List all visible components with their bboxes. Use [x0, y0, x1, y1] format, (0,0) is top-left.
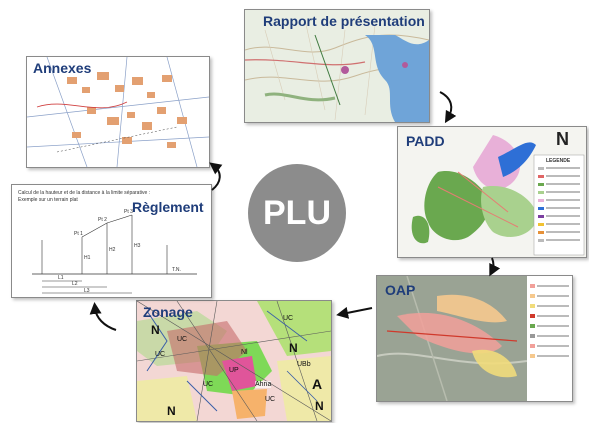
arrow-zonage-to-reglement	[89, 302, 117, 331]
reglement-dim: Pt 1	[74, 231, 83, 237]
reglement-dim: Pt 2	[98, 217, 107, 223]
zonage-card: Zonage N N UC UC UC Nl UP N N A UC Ahna …	[136, 300, 332, 422]
reglement-dim: L3	[84, 288, 90, 294]
reglement-dim: H2	[109, 247, 116, 253]
zonage-title: Zonage	[143, 304, 193, 320]
zonage-label: N	[167, 404, 176, 418]
padd-card: PADD N LEGENDE	[397, 126, 587, 258]
reglement-diagram	[12, 185, 211, 297]
padd-map	[398, 127, 586, 257]
annexes-map	[27, 57, 209, 167]
reglement-card: Calcul de la hauteur et de la distance à…	[11, 184, 212, 298]
zonage-label: UC	[265, 396, 276, 403]
zonage-label: UC	[155, 351, 166, 358]
plu-center-circle: PLU	[248, 164, 346, 262]
reglement-dim: L1	[58, 275, 64, 281]
plu-label: PLU	[263, 193, 331, 232]
arrow-padd-to-oap	[489, 257, 501, 277]
zonage-label: A	[312, 376, 323, 392]
reglement-title: Règlement	[132, 199, 204, 215]
zonage-label: UBb	[297, 361, 311, 368]
zonage-label: N	[289, 341, 298, 355]
arrow-oap-to-zonage	[336, 306, 373, 319]
rapport-title: Rapport de présentation	[263, 13, 425, 29]
zonage-label: UC	[177, 336, 188, 343]
reglement-dim: Pt 3	[124, 209, 133, 215]
padd-legend-title: LEGENDE	[546, 158, 571, 164]
zonage-label: N	[151, 323, 160, 337]
zonage-label: UC	[283, 315, 294, 322]
arrow-reglement-to-annexes	[209, 162, 223, 191]
reglement-caption-1: Calcul de la hauteur et de la distance à…	[18, 190, 151, 196]
reglement-dim: L2	[72, 281, 78, 287]
reglement-dim: H1	[84, 255, 91, 261]
annexes-card: Annexes	[26, 56, 210, 168]
annexes-title: Annexes	[33, 60, 92, 76]
zonage-label: UP	[229, 367, 239, 374]
oap-card: OAP	[376, 275, 573, 402]
rapport-card: Rapport de présentation	[244, 9, 430, 123]
reglement-caption-2: Exemple sur un terrain plat	[18, 197, 78, 203]
oap-title: OAP	[385, 282, 416, 298]
zonage-label: N	[315, 399, 324, 413]
zonage-label: Nl	[241, 349, 248, 356]
padd-title: PADD	[406, 133, 445, 149]
reglement-dim: T.N.	[172, 267, 181, 273]
zonage-label: UC	[203, 381, 214, 388]
arrow-rapport-to-padd	[439, 91, 457, 124]
zonage-label: Ahna	[255, 381, 272, 388]
reglement-dim: H3	[134, 243, 141, 249]
rapport-map	[245, 10, 429, 122]
north-arrow-icon: N	[556, 129, 569, 149]
zonage-map	[137, 301, 331, 421]
oap-map	[377, 276, 572, 401]
